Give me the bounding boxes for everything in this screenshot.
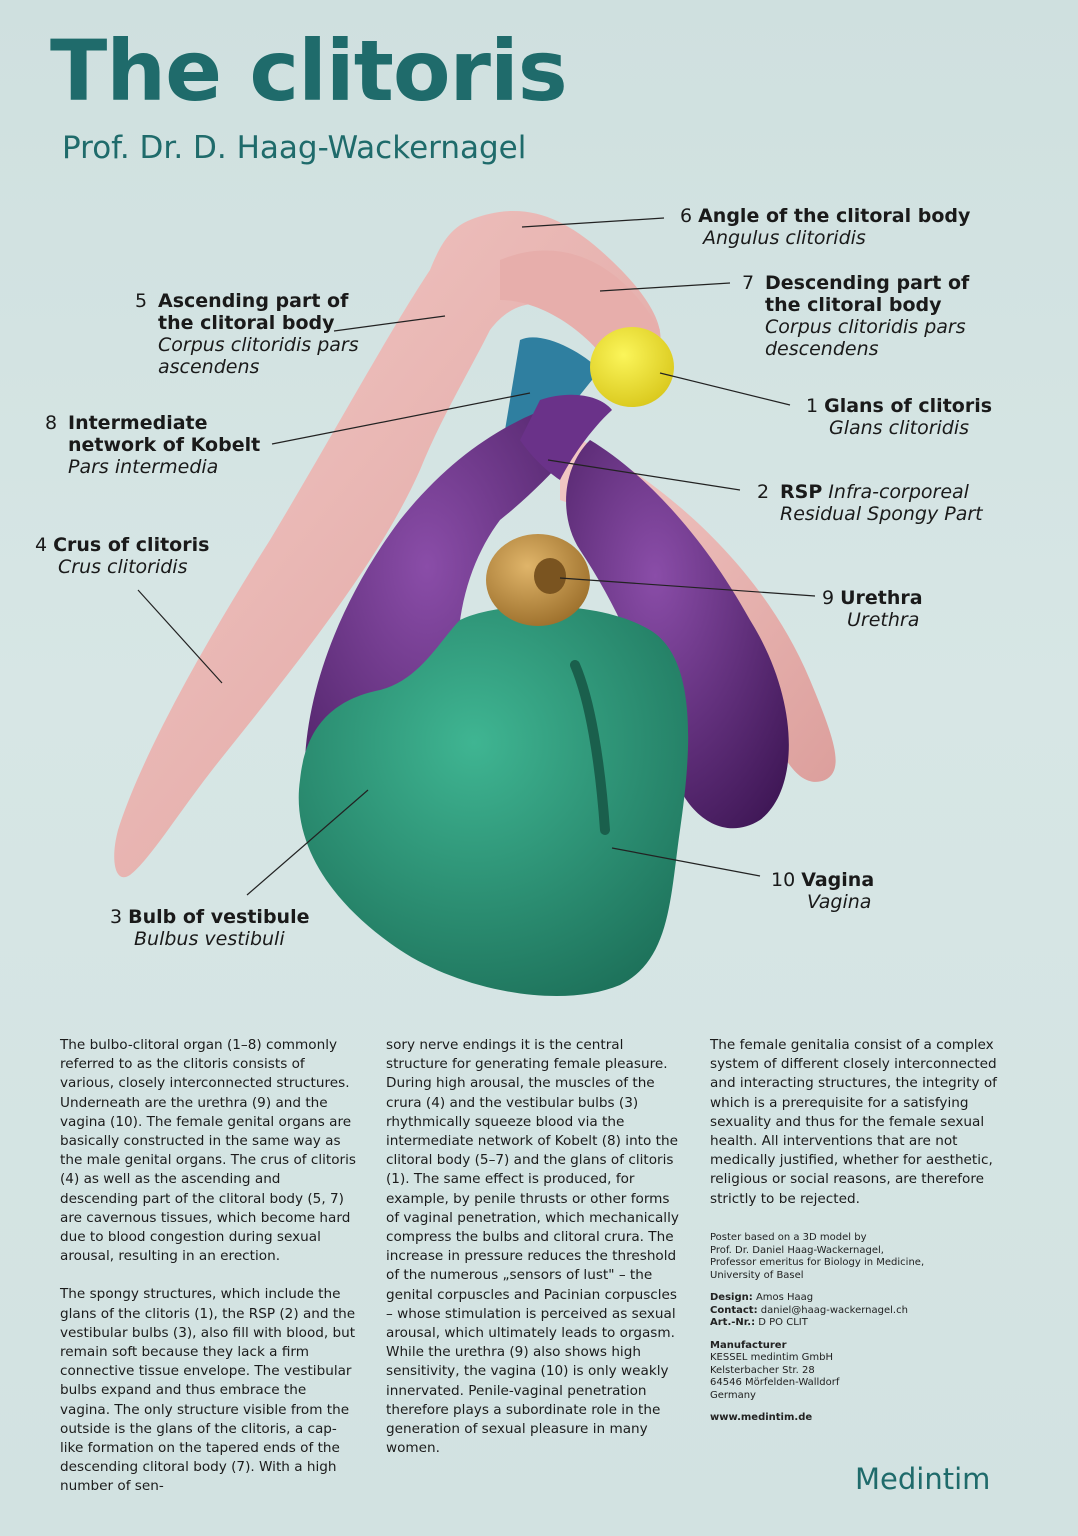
paragraph: sory nerve endings it is the central str… bbox=[386, 1037, 679, 1457]
label-descending: 7 Descending part of the clitoral body C… bbox=[742, 272, 970, 360]
text-column-1: The bulbo-clitoral organ (1–8) commonly … bbox=[60, 1036, 360, 1516]
leader-line-1 bbox=[659, 372, 791, 406]
anatomy-model-illustration bbox=[114, 211, 836, 997]
credits-block: Poster based on a 3D model by Prof. Dr. … bbox=[710, 1232, 925, 1423]
rsp-shape bbox=[520, 394, 612, 480]
leader-lines bbox=[137, 217, 816, 896]
website-link[interactable]: www.medintim.de bbox=[710, 1412, 813, 1423]
label-ascending: 5 Ascending part of the clitoral body Co… bbox=[135, 290, 359, 378]
leader-line-6 bbox=[521, 217, 665, 228]
leader-line-8 bbox=[271, 392, 531, 445]
leader-line-2 bbox=[547, 459, 741, 491]
contact-email[interactable]: daniel@haag-wackernagel.ch bbox=[760, 1304, 908, 1316]
leader-line-5 bbox=[333, 315, 446, 332]
paragraph: The spongy structures, which include the… bbox=[60, 1286, 356, 1495]
page-title: The clitoris bbox=[50, 22, 568, 120]
text-column-3: The female genitalia consist of a comple… bbox=[710, 1036, 1010, 1228]
label-kobelt: 8 Intermediate network of Kobelt Pars in… bbox=[45, 412, 261, 478]
text-column-2: sory nerve endings it is the central str… bbox=[386, 1036, 686, 1477]
left-crus-shape bbox=[114, 211, 661, 878]
paragraph: The bulbo-clitoral organ (1–8) commonly … bbox=[60, 1037, 357, 1265]
vaginal-opening-shape bbox=[570, 660, 610, 835]
urethra-opening-shape bbox=[534, 558, 566, 594]
right-bulb-shape bbox=[566, 440, 789, 829]
leader-line-3 bbox=[246, 789, 369, 896]
label-rsp: 2 RSP Infra-corporeal Residual Spongy Pa… bbox=[757, 481, 983, 525]
author-subtitle: Prof. Dr. D. Haag-Wackernagel bbox=[62, 130, 527, 166]
glans-shape bbox=[590, 327, 674, 407]
leader-line-7 bbox=[599, 282, 731, 292]
paragraph: The female genitalia consist of a comple… bbox=[710, 1037, 997, 1207]
leader-line-9 bbox=[559, 577, 816, 597]
leader-line-10 bbox=[611, 847, 761, 877]
leader-line-4 bbox=[137, 589, 223, 684]
brand-logo: Medintim bbox=[855, 1462, 991, 1496]
kobelt-network-shape bbox=[505, 337, 600, 430]
